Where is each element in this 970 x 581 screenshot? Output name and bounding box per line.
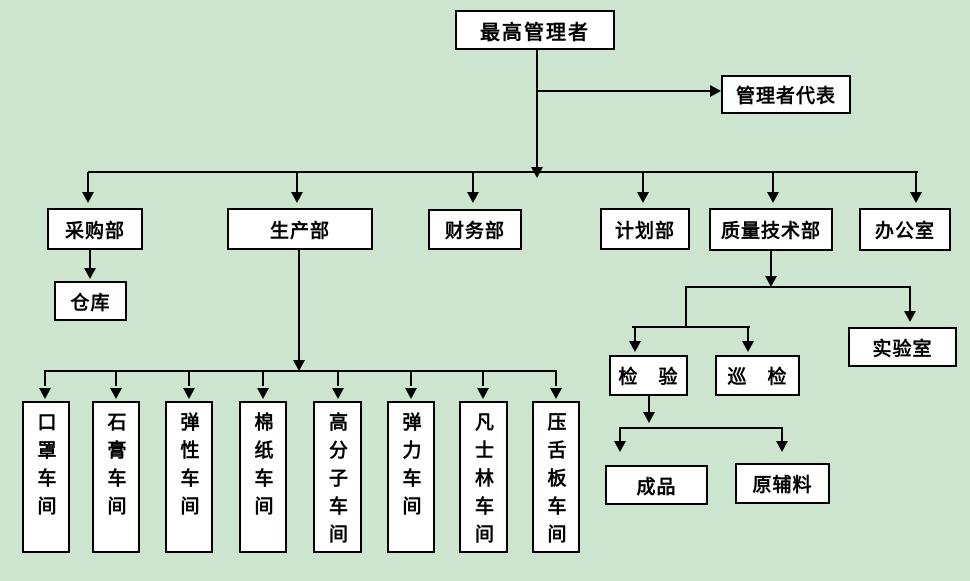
- connector-drop-patrol: [747, 328, 749, 341]
- arrowhead-quality-junction: [765, 276, 777, 287]
- connector-inspection-vertical: [648, 396, 650, 412]
- connector-drop-workshop-1: [44, 372, 46, 386]
- node-purchasing: 采购部: [47, 208, 143, 250]
- connector-spine: [88, 171, 918, 173]
- node-workshop-vaseline: 凡士林车间: [459, 401, 508, 553]
- node-label: 成品: [636, 475, 677, 498]
- arrowhead-management-rep: [710, 85, 721, 97]
- arrowhead-laboratory: [904, 311, 916, 322]
- node-label: 实验室: [872, 337, 933, 360]
- arrowhead-finance: [467, 192, 479, 203]
- connector-drop-finished-product: [619, 429, 621, 441]
- connector-drop-purchasing: [87, 172, 89, 192]
- connector-inspection-branch: [685, 286, 687, 328]
- arrowhead-workshop-2: [110, 388, 122, 399]
- node-label: 最高管理者: [480, 19, 590, 44]
- connector-quality-vertical: [770, 251, 772, 277]
- connector-top-vertical: [536, 50, 538, 172]
- arrowhead-patrol: [742, 341, 754, 352]
- node-label: 石膏车间: [104, 412, 127, 524]
- node-laboratory: 实验室: [848, 327, 957, 367]
- connector-drop-workshop-8: [555, 372, 557, 386]
- node-label: 棉纸车间: [251, 412, 274, 524]
- node-label: 质量技术部: [720, 220, 821, 242]
- connector-drop-finance: [472, 172, 474, 192]
- node-label: 压舌板车间: [544, 412, 567, 552]
- node-patrol-inspection: 巡 检: [715, 355, 800, 396]
- node-label: 检 验: [618, 366, 679, 388]
- node-label: 原辅料: [752, 474, 813, 496]
- node-production: 生产部: [227, 208, 373, 250]
- arrowhead-inspection: [629, 341, 641, 352]
- connector-drop-workshop-4: [262, 372, 264, 386]
- arrowhead-purchasing: [82, 192, 94, 203]
- node-workshop-tongue-depressor: 压舌板车间: [532, 401, 580, 553]
- connector-drop-workshop-2: [115, 372, 117, 386]
- node-top-manager: 最高管理者: [455, 10, 615, 50]
- node-label: 财务部: [444, 220, 505, 242]
- node-label: 管理者代表: [735, 85, 836, 107]
- node-label: 采购部: [64, 219, 125, 242]
- node-finance: 财务部: [428, 209, 522, 250]
- connector-drop-quality-tech: [772, 172, 774, 192]
- arrowhead-warehouse: [84, 268, 96, 279]
- connector-drop-office: [915, 172, 917, 192]
- node-workshop-plaster: 石膏车间: [92, 401, 140, 553]
- node-quality-tech: 质量技术部: [709, 208, 833, 251]
- arrowhead-finished-product: [614, 441, 626, 452]
- arrowhead-workshop-1: [39, 388, 51, 399]
- arrowhead-planning: [637, 192, 649, 203]
- node-label: 生产部: [269, 219, 330, 242]
- node-label: 巡 检: [727, 366, 788, 388]
- node-label: 计划部: [614, 219, 675, 242]
- arrowhead-quality-tech: [767, 192, 779, 203]
- node-finished-product: 成品: [605, 465, 708, 505]
- connector-to-management-rep: [537, 90, 711, 92]
- node-workshop-mask: 口罩车间: [22, 401, 70, 553]
- arrowhead-office: [910, 192, 922, 203]
- connector-quality-bus: [685, 286, 911, 288]
- node-warehouse: 仓库: [54, 281, 127, 321]
- node-workshop-cotton-paper: 棉纸车间: [239, 401, 287, 553]
- arrowhead-inspection-junction: [643, 412, 655, 423]
- connector-drop-raw-materials: [781, 429, 783, 441]
- arrowhead-raw-materials: [776, 441, 788, 452]
- arrowhead-production: [291, 192, 303, 203]
- connector-drop-workshop-6: [410, 372, 412, 386]
- connector-drop-workshop-3: [188, 372, 190, 386]
- node-management-rep: 管理者代表: [721, 75, 851, 114]
- connector-products-bus: [619, 427, 783, 429]
- arrowhead-workshop-7: [477, 388, 489, 399]
- node-label: 口罩车间: [34, 412, 57, 524]
- node-label: 办公室: [874, 220, 935, 242]
- arrowhead-workshop-3: [183, 388, 195, 399]
- connector-inspection-bus: [632, 326, 750, 328]
- arrowhead-workshop-5: [332, 388, 344, 399]
- node-label: 弹力车间: [399, 412, 422, 524]
- node-inspection: 检 验: [609, 355, 688, 396]
- arrowhead-workshop-6: [405, 388, 417, 399]
- connector-workshops-bus: [44, 370, 557, 372]
- node-workshop-elastic-force: 弹力车间: [387, 401, 435, 553]
- connector-drop-planning: [642, 172, 644, 192]
- connector-drop-workshop-5: [337, 372, 339, 386]
- node-raw-materials: 原辅料: [735, 463, 830, 504]
- connector-drop-laboratory: [909, 286, 911, 311]
- node-label: 高分子车间: [326, 412, 348, 552]
- connector-drop-inspection: [634, 328, 636, 341]
- connector-drop-production: [296, 172, 298, 192]
- node-label: 凡士林车间: [472, 412, 494, 552]
- node-label: 弹性车间: [177, 412, 200, 524]
- connector-drop-workshop-7: [482, 372, 484, 386]
- connector-purchasing-warehouse: [89, 250, 91, 268]
- node-workshop-elastic: 弹性车间: [165, 401, 213, 553]
- node-workshop-polymer: 高分子车间: [313, 401, 362, 553]
- arrowhead-workshop-8: [550, 388, 562, 399]
- arrowhead-workshop-4: [257, 388, 269, 399]
- node-label: 仓库: [70, 291, 111, 314]
- node-office: 办公室: [859, 208, 951, 251]
- arrowhead-production-junction: [293, 360, 305, 371]
- connector-production-vertical: [298, 250, 300, 362]
- node-planning: 计划部: [600, 208, 690, 250]
